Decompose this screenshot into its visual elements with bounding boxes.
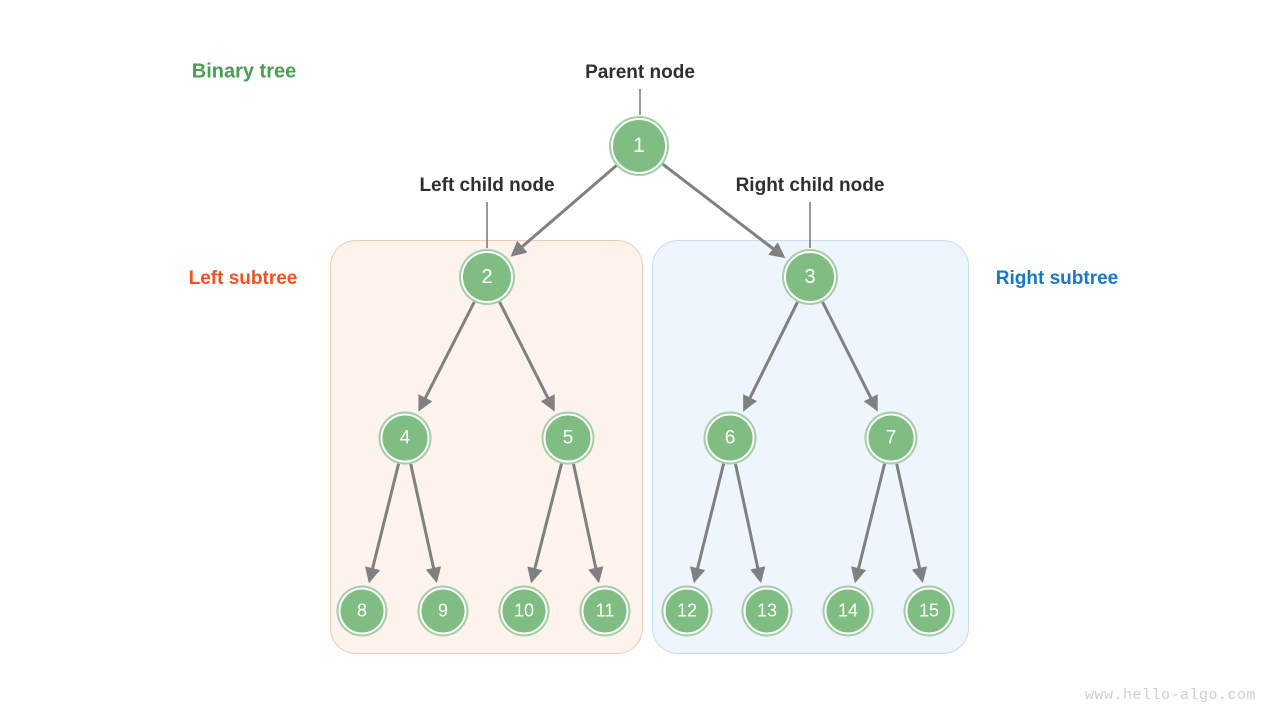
tree-node-11[interactable]: 11 [581, 587, 629, 635]
tree-node-6[interactable]: 6 [705, 413, 755, 463]
label-left-child-node: Left child node [419, 175, 555, 196]
tree-node-8[interactable]: 8 [338, 587, 386, 635]
tree-node-14[interactable]: 14 [824, 587, 872, 635]
label-right-child-node: Right child node [735, 175, 885, 196]
label-right-subtree: Right subtree [995, 268, 1119, 289]
watermark: www.hello-algo.com [1084, 687, 1256, 704]
right-subtree-region [652, 240, 969, 654]
diagram-title: Binary tree [191, 60, 297, 83]
tree-node-15[interactable]: 15 [905, 587, 953, 635]
tree-node-1[interactable]: 1 [611, 118, 667, 174]
tree-node-2[interactable]: 2 [461, 251, 513, 303]
tree-node-7[interactable]: 7 [866, 413, 916, 463]
tree-node-3[interactable]: 3 [784, 251, 836, 303]
tree-node-9[interactable]: 9 [419, 587, 467, 635]
tree-node-4[interactable]: 4 [380, 413, 430, 463]
tree-node-5[interactable]: 5 [543, 413, 593, 463]
tree-node-10[interactable]: 10 [500, 587, 548, 635]
label-left-subtree: Left subtree [188, 268, 298, 289]
tree-node-12[interactable]: 12 [663, 587, 711, 635]
tree-node-13[interactable]: 13 [743, 587, 791, 635]
label-parent-node: Parent node [585, 62, 695, 83]
